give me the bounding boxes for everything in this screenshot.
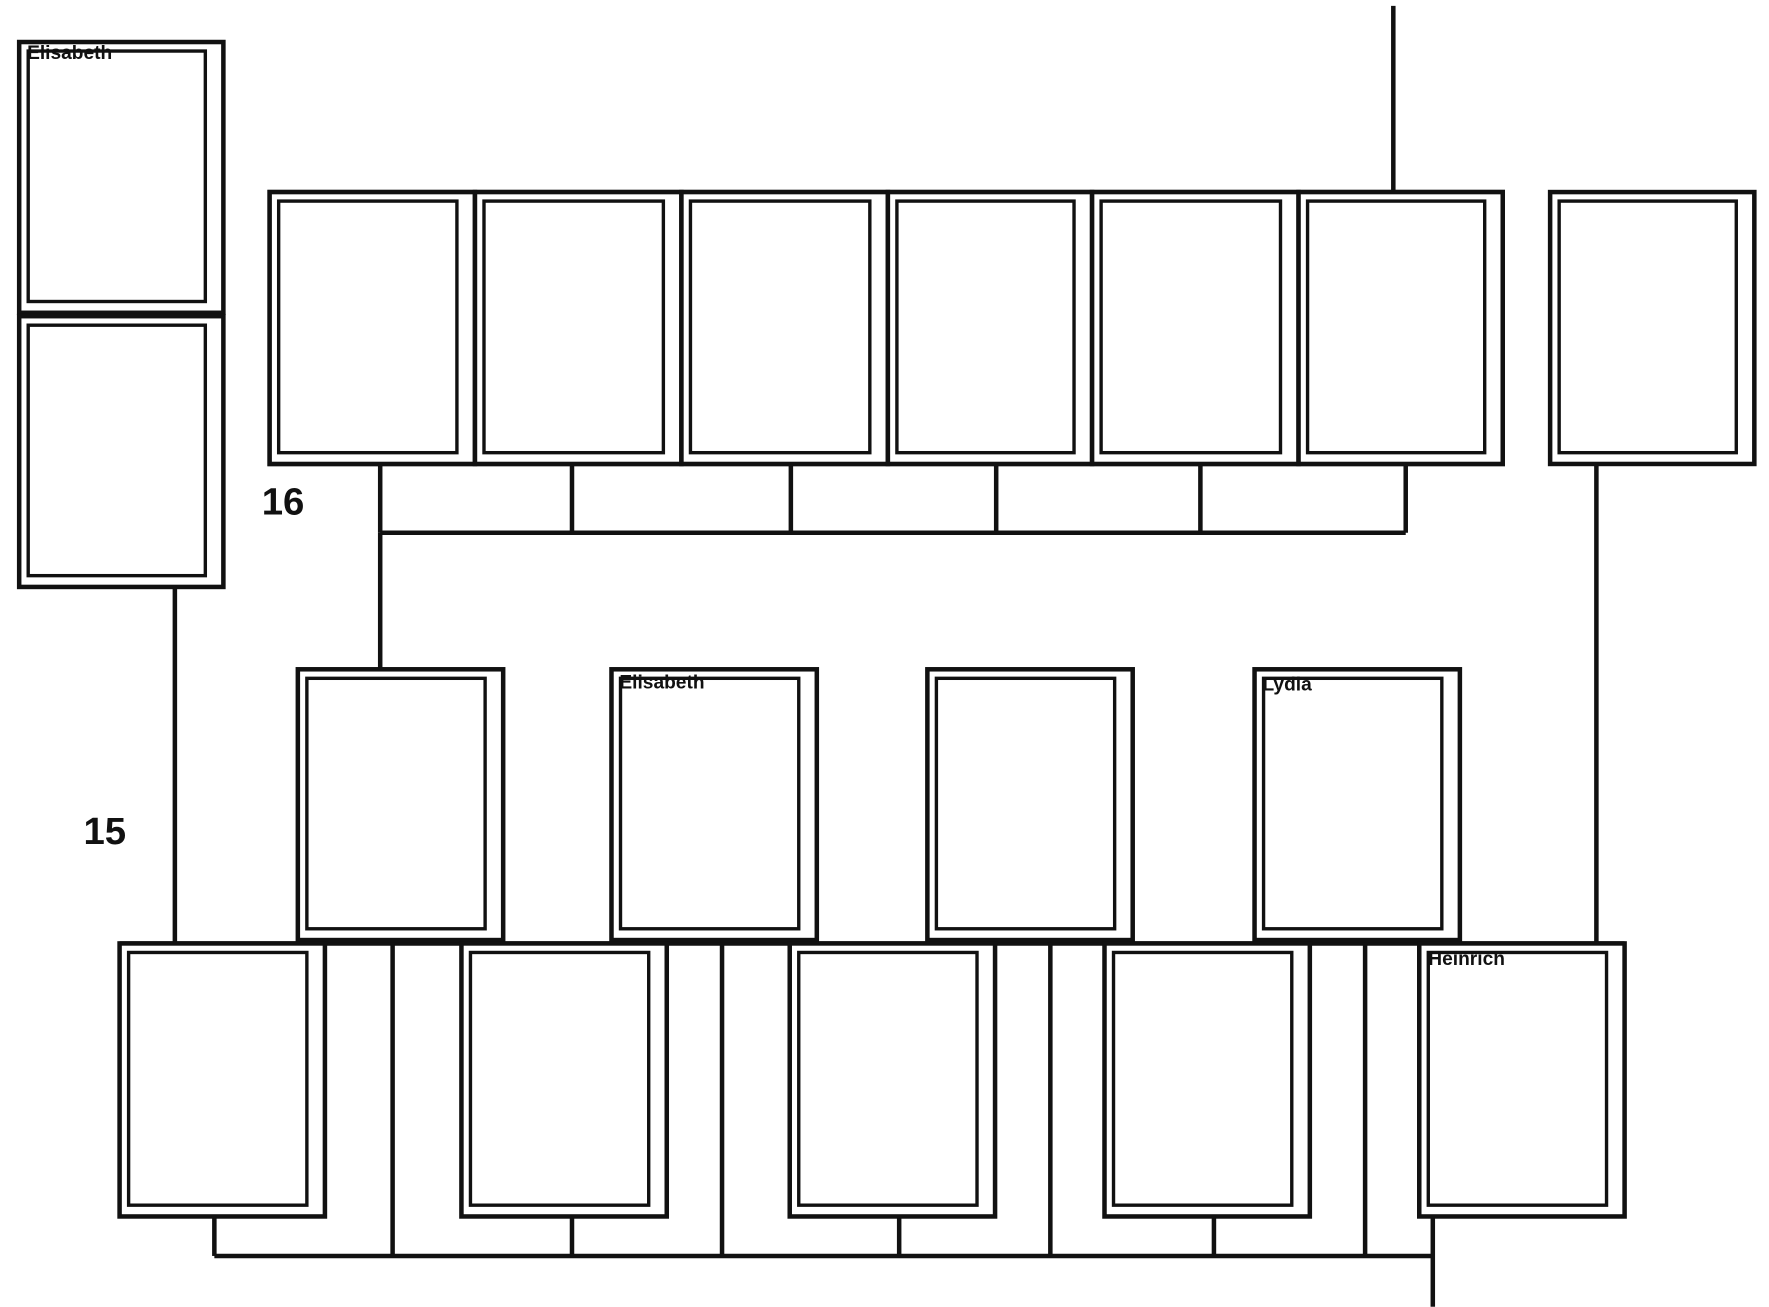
person-photo-frame (276, 199, 459, 455)
person-photo-frame (618, 676, 801, 931)
person-photo-frame (1305, 199, 1487, 455)
person-photo-frame (26, 49, 208, 304)
connector-lines (119, 5, 1625, 1307)
person-name-elisabeth-left: Elisabeth (27, 43, 112, 64)
person-photo-frame (305, 676, 487, 931)
person-photo-frame (1261, 676, 1444, 931)
person-photo-frame (482, 199, 666, 455)
person-photo-frame (26, 323, 208, 578)
person-photo-frame (688, 199, 872, 455)
person-name-heinrich: Heinrich (1428, 949, 1505, 970)
generation-label-15: 15 (83, 810, 126, 853)
person-name-elisabeth: Elisabeth (619, 672, 704, 693)
person-photo-frame (1111, 950, 1294, 1207)
person-photo-frame (934, 676, 1117, 931)
person-photo-frame (797, 950, 979, 1207)
person-photo-frame (1099, 199, 1283, 455)
person-photo-frame (895, 199, 1076, 455)
person-photo-frame (468, 950, 651, 1207)
generation-label-16: 16 (262, 481, 305, 524)
person-photo-frame (1426, 950, 1609, 1207)
person-name-lydia: Lydia (1262, 675, 1312, 696)
person-boxes (16, 39, 1757, 1219)
person-photo-frame (1557, 199, 1738, 455)
person-photo-frame (126, 950, 309, 1207)
